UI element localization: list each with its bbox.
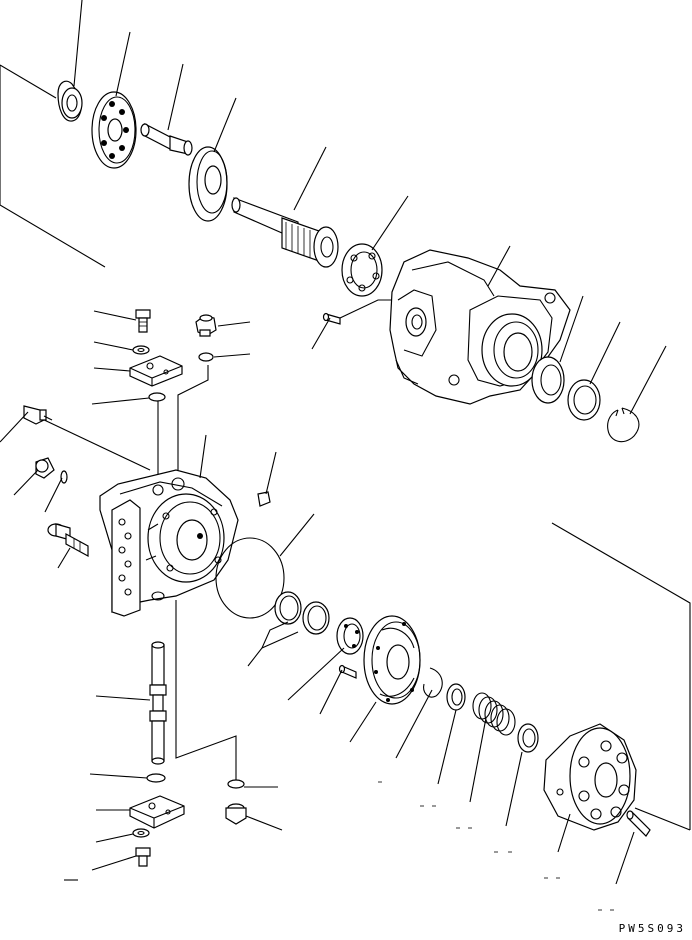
part-shuttle-pin (258, 492, 270, 506)
part-oring-left (61, 471, 67, 483)
part-plug-left (36, 458, 54, 478)
part-spring (473, 693, 515, 735)
part-large-oring (216, 538, 284, 618)
part-snap-ring-small (424, 668, 443, 697)
part-washer-bottom (133, 829, 149, 837)
callout-marks (64, 782, 614, 910)
part-valve-plate (364, 616, 420, 704)
part-plug-top-right (196, 315, 216, 336)
part-oring-small-2 (199, 353, 213, 361)
leader-lines (0, 0, 666, 884)
part-oring-small-3 (147, 774, 165, 782)
part-spring-seat (518, 724, 538, 752)
part-cylinder-bearing (337, 618, 363, 654)
drawing-code-label: PW5S093 (618, 922, 686, 935)
part-spacer-ring (568, 380, 600, 420)
part-bearing (342, 244, 382, 296)
part-valve-body (100, 470, 238, 616)
part-cylinder-block (544, 724, 636, 830)
part-relief-plug-left (48, 524, 88, 556)
part-spool (150, 642, 166, 764)
part-plug-bottom (226, 804, 246, 824)
part-collar (58, 81, 82, 121)
part-shim-rings (275, 592, 329, 634)
part-oring-small-4 (228, 780, 244, 788)
part-drive-shaft (232, 198, 338, 267)
part-washer-top (133, 346, 149, 354)
part-swash-plate (189, 147, 227, 221)
part-cover-plate-top (130, 356, 182, 386)
part-center-pin (141, 124, 192, 155)
part-oil-seal (532, 357, 564, 403)
part-washer-mid (447, 684, 465, 710)
part-dowel-pin-top (324, 314, 341, 325)
part-cover-plate-bottom (130, 796, 184, 828)
part-bolt-top (136, 310, 150, 332)
part-snap-ring (608, 408, 639, 442)
guide-lines (0, 65, 690, 830)
part-dowel-pin-mid (340, 666, 357, 679)
part-bolt-bottom (136, 848, 150, 866)
part-housing (390, 250, 570, 404)
part-oring-small-1 (149, 393, 165, 401)
part-cylinder-pin (627, 811, 650, 836)
part-retainer-plate (92, 92, 136, 168)
